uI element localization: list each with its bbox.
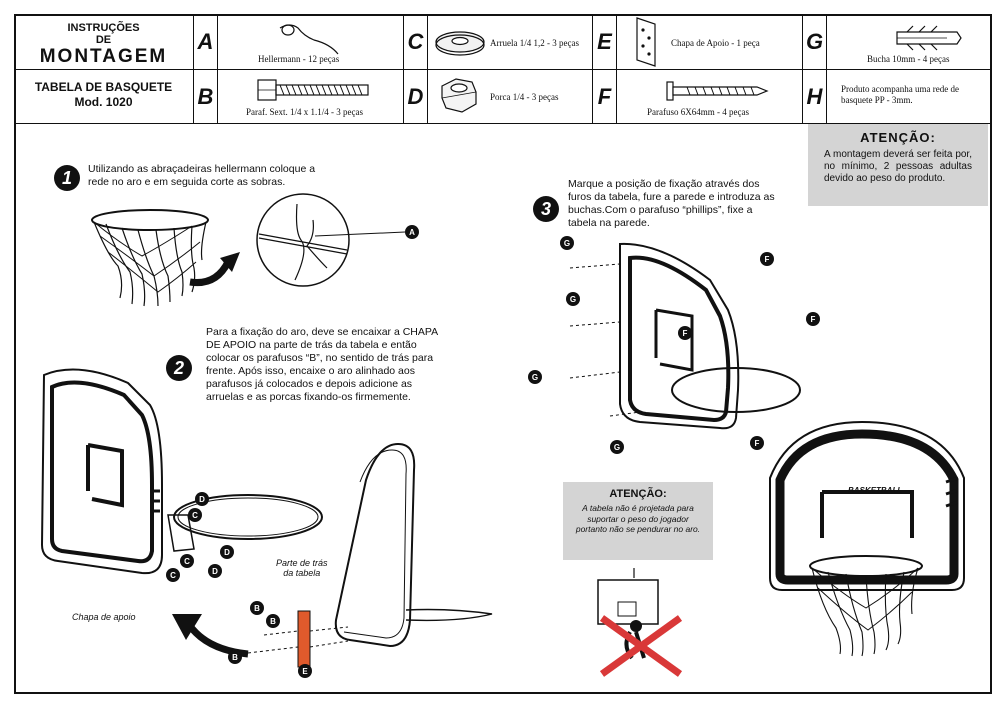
warning-weight: ATENÇÃO: A montagem deverá ser feita por… xyxy=(808,124,988,206)
callout-g-4: G xyxy=(610,440,624,454)
title-cell: INSTRUÇÕES DE MONTAGEM xyxy=(14,14,194,70)
callout-f-3: F xyxy=(678,326,692,340)
callout-c-1: C xyxy=(188,508,202,522)
bolts-and-plate-illustration xyxy=(247,610,349,668)
wall-anchor-icon xyxy=(896,25,962,51)
letter-f: F xyxy=(593,70,617,124)
letter-g: G xyxy=(803,14,827,70)
step-3-text: Marque a posição de fixação através dos … xyxy=(568,178,775,229)
part-d-cell: Porca 1/4 - 3 peças xyxy=(428,70,593,124)
no-hanging-icon xyxy=(597,568,683,677)
washer-icon xyxy=(435,31,485,56)
hex-bolt-icon xyxy=(257,79,369,101)
part-a-cell: Hellermann - 12 peças xyxy=(218,14,404,70)
callout-d-1: D xyxy=(195,492,209,506)
part-f-label: Parafuso 6X64mm - 4 peças xyxy=(647,107,749,117)
callout-g-3: G xyxy=(528,370,542,384)
callout-c-3: C xyxy=(166,568,180,582)
part-h-label: Produto acompanha uma rede de basquete P… xyxy=(841,84,959,105)
board-back-assembly-illustration xyxy=(334,442,493,648)
letter-c: C xyxy=(404,14,428,70)
part-a-label: Hellermann - 12 peças xyxy=(258,54,340,64)
callout-b-3: B xyxy=(228,650,242,664)
hoop-with-net-illustration xyxy=(91,209,240,307)
letter-d: D xyxy=(404,70,428,124)
board-front-assembly-illustration xyxy=(40,368,323,575)
warning-weight-title: ATENÇÃO: xyxy=(860,130,936,145)
step-2-number: 2 xyxy=(166,355,192,381)
support-plate-icon xyxy=(636,17,656,67)
letter-b: B xyxy=(194,70,218,124)
caption-support-plate: Chapa de apoio xyxy=(72,612,136,622)
callout-b-1: B xyxy=(250,601,264,615)
part-g-cell: Bucha 10mm - 4 peças xyxy=(827,14,992,70)
warning-hanging-text: A tabela não é projetada para suportar o… xyxy=(575,503,701,534)
page-frame xyxy=(14,14,992,694)
parts-table: INSTRUÇÕES DE MONTAGEM TABELA DE BASQUET… xyxy=(14,14,992,124)
callout-g-2: G xyxy=(566,292,580,306)
step-1-text: Utilizando as abraçadeiras hellermann co… xyxy=(88,163,316,188)
callout-d-2: D xyxy=(220,545,234,559)
callout-a-step1: A xyxy=(405,225,419,239)
part-e-label: Chapa de Apoio - 1 peça xyxy=(671,38,760,48)
finished-board-illustration xyxy=(769,420,965,657)
zip-tie-detail-illustration xyxy=(256,193,406,287)
part-d-label: Porca 1/4 - 3 peças xyxy=(490,92,559,102)
screw-icon xyxy=(666,81,769,101)
wall-mounting-illustration xyxy=(569,242,801,430)
part-c-cell: Arruela 1/4 1,2 - 3 peças xyxy=(428,14,593,70)
caption-back-of-board: Parte de trás da tabela xyxy=(276,558,328,578)
part-c-label: Arruela 1/4 1,2 - 3 peças xyxy=(490,38,579,48)
part-f-cell: Parafuso 6X64mm - 4 peças xyxy=(617,70,803,124)
product-name: TABELA DE BASQUETE xyxy=(34,80,173,94)
step-2-text: Para a fixação do aro, deve se encaixar … xyxy=(206,326,438,403)
callout-f-1: F xyxy=(760,252,774,266)
board-brand-text: BASKETBALL xyxy=(848,486,903,495)
step-1-number: 1 xyxy=(54,165,80,191)
letter-a: A xyxy=(194,14,218,70)
model-number: Mod. 1020 xyxy=(74,95,133,109)
title-top: INSTRUÇÕES DE xyxy=(67,22,140,46)
warning-hanging: ATENÇÃO: A tabela não é projetada para s… xyxy=(563,482,713,560)
callout-f-4: F xyxy=(750,436,764,450)
product-cell: TABELA DE BASQUETE Mod. 1020 xyxy=(14,70,194,124)
part-b-label: Paraf. Sext. 1/4 x 1.1/4 - 3 peças xyxy=(246,107,363,117)
callout-f-2: F xyxy=(806,312,820,326)
part-e-cell: Chapa de Apoio - 1 peça xyxy=(617,14,803,70)
letter-h: H xyxy=(803,70,827,124)
step-3-number: 3 xyxy=(533,196,559,222)
warning-hanging-title: ATENÇÃO: xyxy=(609,488,667,500)
callout-g-1: G xyxy=(560,236,574,250)
title-main: MONTAGEM xyxy=(39,46,168,67)
callout-c-2: C xyxy=(180,554,194,568)
callout-b-2: B xyxy=(266,614,280,628)
callout-d-3: D xyxy=(208,564,222,578)
callout-e: E xyxy=(298,664,312,678)
hellermann-icon xyxy=(279,24,339,55)
letter-e: E xyxy=(593,14,617,70)
warning-weight-text: A montagem deverá ser feita por, no míni… xyxy=(824,149,972,184)
part-b-cell: Paraf. Sext. 1/4 x 1.1/4 - 3 peças xyxy=(218,70,404,124)
nut-icon xyxy=(441,78,477,113)
part-g-label: Bucha 10mm - 4 peças xyxy=(867,54,950,64)
part-h-cell: Produto acompanha uma rede de basquete P… xyxy=(827,70,992,124)
